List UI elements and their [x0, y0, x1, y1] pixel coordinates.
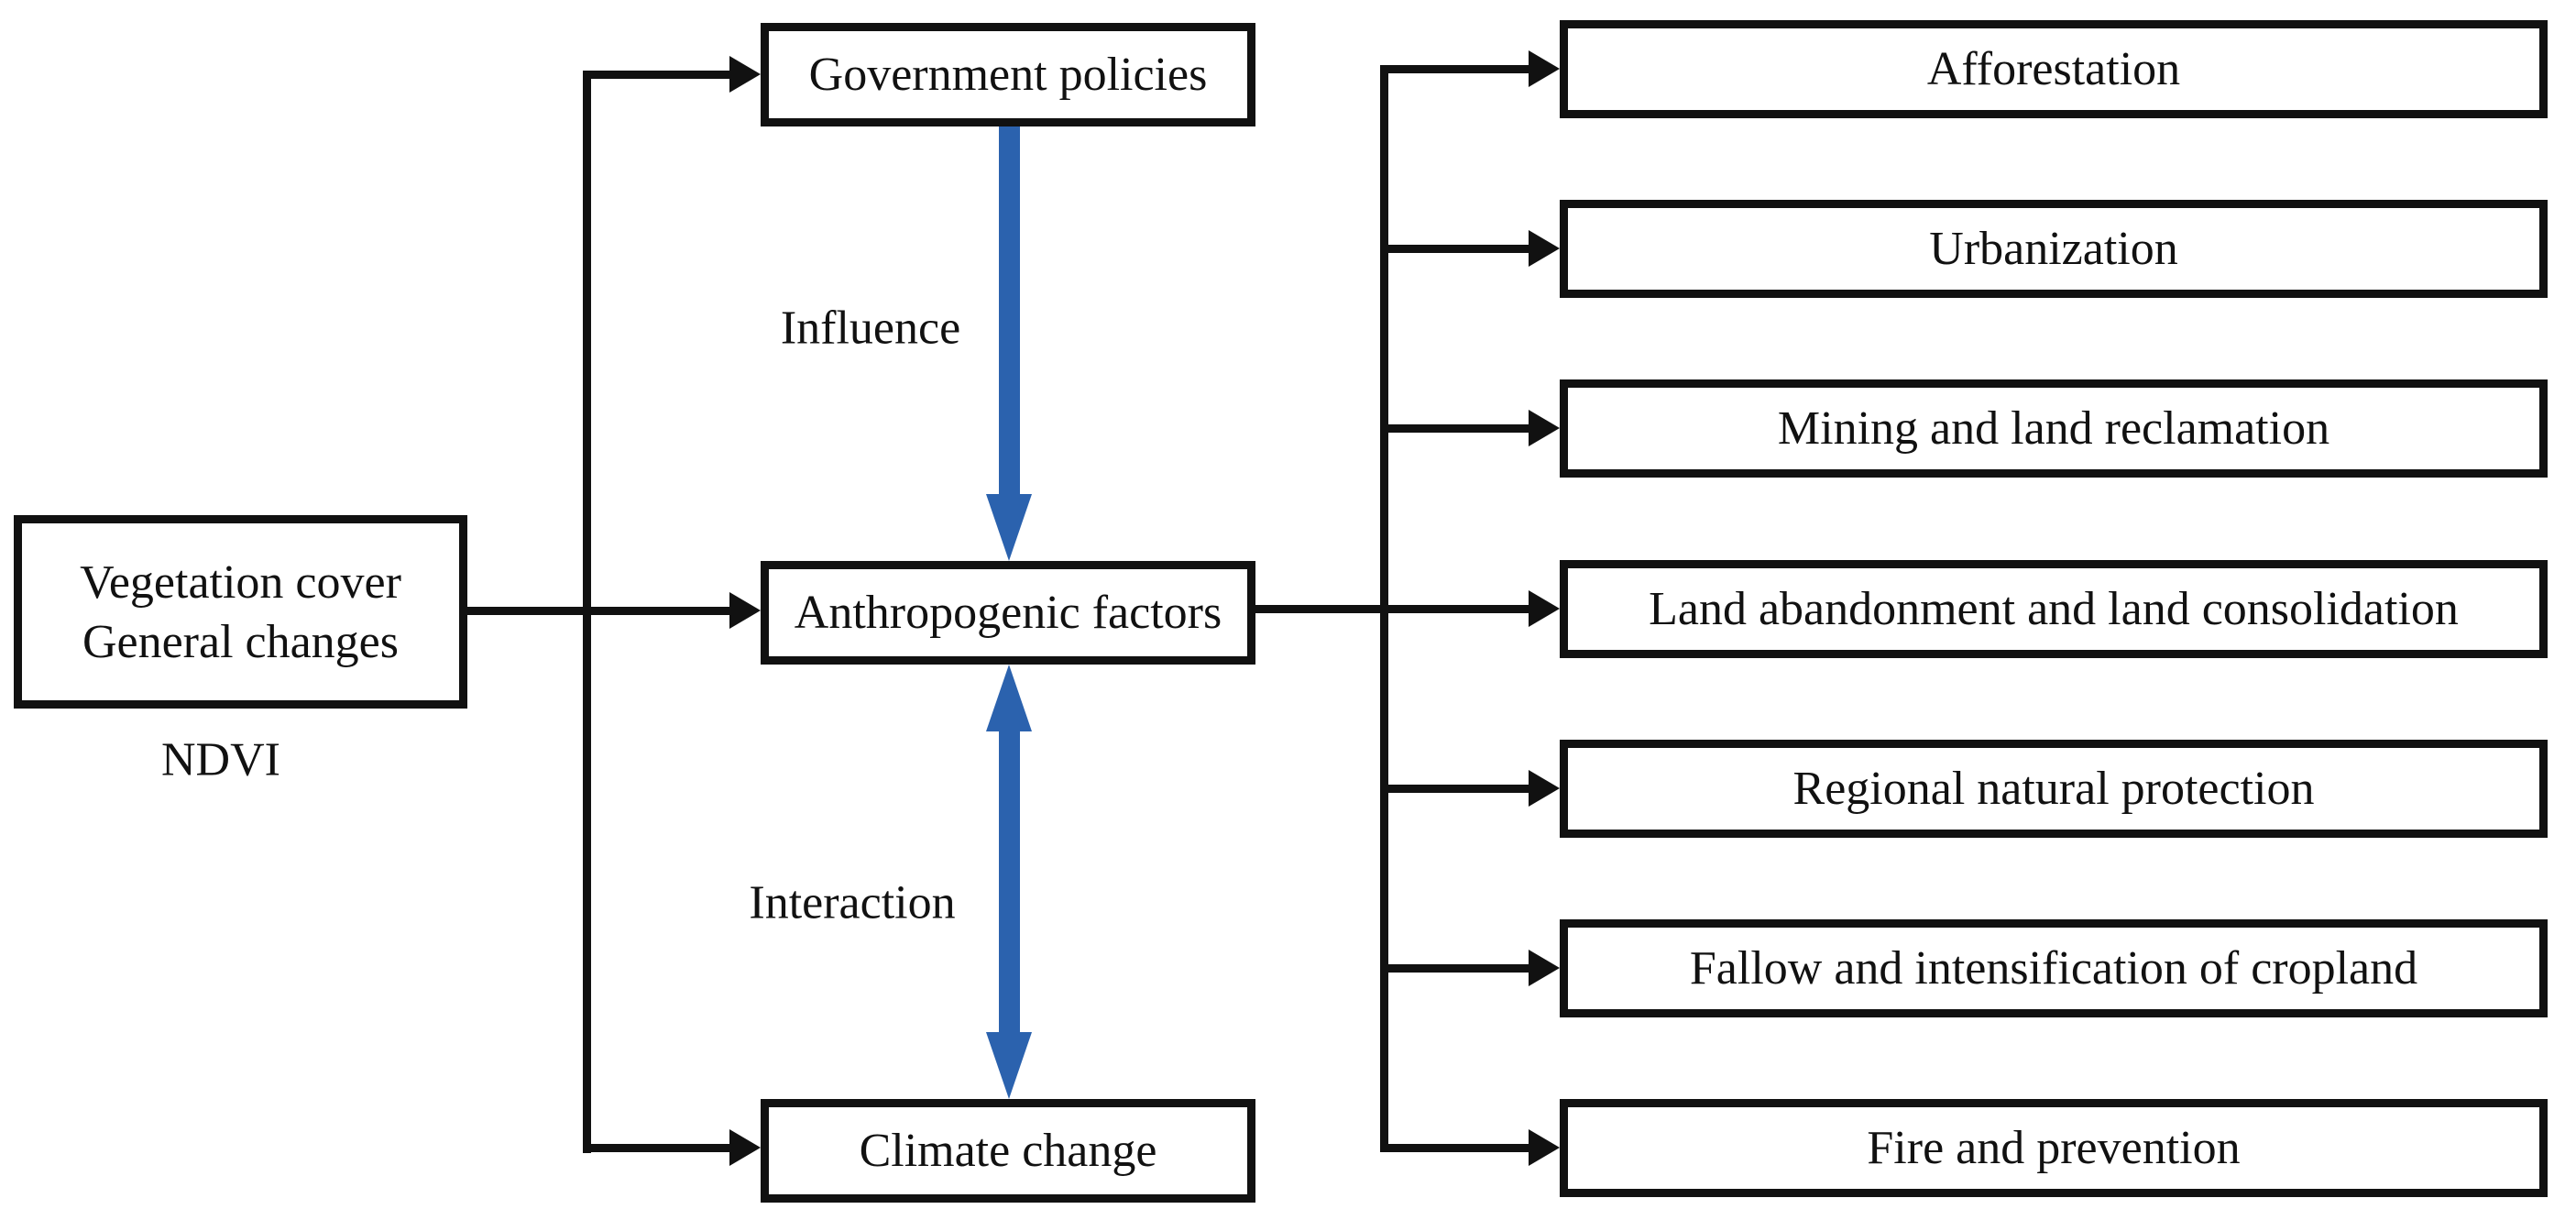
- arrowhead-into-government-policies-icon: [729, 56, 761, 93]
- arrowhead-into-regional-protection-icon: [1529, 770, 1560, 807]
- anthropogenic-factors-box: Anthropogenic factors: [761, 561, 1255, 665]
- interaction-arrow-shaft: [999, 731, 1020, 1032]
- connector-to-fallow: [1380, 964, 1529, 973]
- ndvi-label: NDVI: [161, 733, 280, 786]
- vegetation-cover-line2: General changes: [82, 615, 400, 668]
- regional-protection-box: Regional natural protection: [1560, 740, 2548, 838]
- mining-box: Mining and land reclamation: [1560, 379, 2548, 478]
- government-policies-box: Government policies: [761, 23, 1255, 126]
- connector-to-fire: [1380, 1144, 1529, 1152]
- interaction-label: Interaction: [749, 876, 956, 929]
- vegetation-cover-line1: Vegetation cover: [80, 555, 401, 609]
- connector-to-mining: [1380, 424, 1529, 433]
- influence-arrow-head-down-icon: [986, 494, 1032, 561]
- arrowhead-into-urbanization-icon: [1529, 230, 1560, 267]
- land-abandonment-box: Land abandonment and land consolidation: [1560, 560, 2548, 658]
- climate-change-box: Climate change: [761, 1099, 1255, 1203]
- connector-anthropogenic-to-outcomes: [1255, 605, 1529, 613]
- influence-arrow-shaft: [999, 126, 1020, 494]
- connector-to-regional-protection: [1380, 785, 1529, 793]
- arrowhead-into-land-abandonment-icon: [1529, 590, 1560, 627]
- arrowhead-into-afforestation-icon: [1529, 50, 1560, 87]
- fallow-box: Fallow and intensification of cropland: [1560, 919, 2548, 1017]
- fire-box: Fire and prevention: [1560, 1099, 2548, 1197]
- influence-label: Influence: [780, 302, 961, 355]
- arrowhead-into-fire-icon: [1529, 1129, 1560, 1166]
- connector-to-afforestation: [1380, 65, 1529, 73]
- vegetation-cover-box: Vegetation cover General changes: [14, 515, 467, 709]
- arrowhead-into-anthropogenic-icon: [729, 592, 761, 629]
- arrowhead-into-mining-icon: [1529, 410, 1560, 446]
- left-branch-trunk: [583, 71, 591, 1153]
- interaction-arrow-head-down-icon: [986, 1032, 1032, 1099]
- arrowhead-into-fallow-icon: [1529, 950, 1560, 986]
- arrowhead-into-climate-change-icon: [729, 1129, 761, 1166]
- connector-to-government-policies: [583, 71, 729, 79]
- urbanization-box: Urbanization: [1560, 200, 2548, 298]
- connector-to-urbanization: [1380, 245, 1529, 253]
- connector-source-to-anthropogenic: [463, 607, 729, 615]
- connector-to-climate-change: [583, 1144, 729, 1152]
- right-branch-trunk: [1380, 65, 1388, 1152]
- afforestation-box: Afforestation: [1560, 20, 2548, 118]
- interaction-arrow-head-up-icon: [986, 665, 1032, 731]
